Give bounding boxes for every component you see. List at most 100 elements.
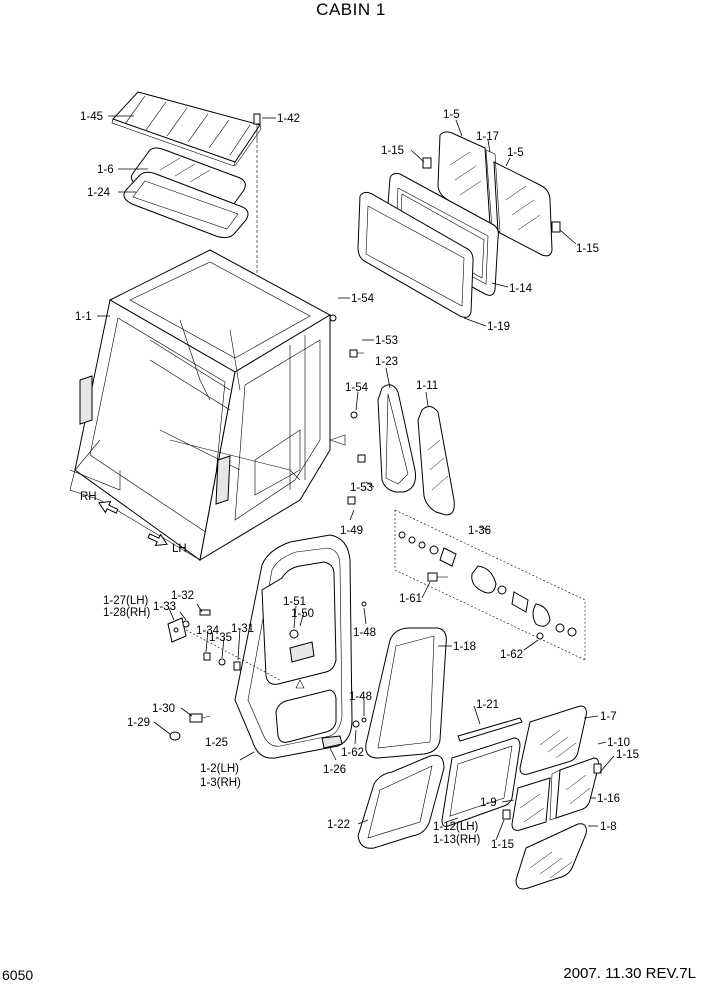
sliding-window-rail-part bbox=[457, 717, 523, 742]
callout-label: 1-17 bbox=[476, 131, 499, 143]
callout-label: 1-11 bbox=[416, 380, 438, 392]
nut-part bbox=[329, 314, 337, 322]
latch-spacer-part bbox=[203, 652, 211, 661]
latch-screw-part bbox=[233, 661, 241, 671]
lock-bolt-part bbox=[427, 572, 448, 582]
page-number: 6050 bbox=[2, 967, 34, 983]
front-lower-glass-part bbox=[515, 823, 587, 890]
callout-label: 1-25 bbox=[205, 737, 228, 749]
latch-washer-part bbox=[182, 620, 190, 628]
front-center-divider-part bbox=[549, 769, 561, 821]
callout-label: 1-16 bbox=[597, 793, 620, 805]
bolt-part bbox=[253, 113, 261, 330]
callout-label: 1-42 bbox=[277, 113, 300, 125]
front-glass-latch-right bbox=[593, 763, 602, 774]
door-lock-assembly-part bbox=[394, 509, 586, 661]
rear-glass-latch-right bbox=[551, 221, 561, 233]
leader-lines bbox=[97, 115, 615, 841]
bolt-part bbox=[347, 496, 356, 505]
rh-direction-label: RH bbox=[80, 491, 97, 503]
callout-label: 1-21 bbox=[476, 699, 499, 711]
assembly-line bbox=[185, 629, 281, 681]
rear-glass-right-part bbox=[493, 161, 553, 257]
sliding-window-frame-part bbox=[441, 737, 521, 827]
callout-label: 1-29 bbox=[127, 717, 150, 729]
callout-label: 1-15 bbox=[381, 145, 404, 157]
revision-label: 2007. 11.30 REV.7L bbox=[563, 965, 696, 982]
rear-window-seal-part bbox=[357, 191, 474, 318]
lower-glass-seal-part bbox=[357, 754, 445, 849]
rubber-stopper-part bbox=[169, 731, 181, 741]
callout-label: 1-27(LH) bbox=[103, 595, 149, 607]
callout-label: 1-35 bbox=[209, 632, 232, 644]
callout-label: 1-23 bbox=[375, 356, 398, 368]
callout-label: 1-31 bbox=[231, 623, 254, 635]
cab-door-part bbox=[234, 534, 353, 759]
callout-label: 1-54 bbox=[345, 382, 369, 394]
front-glass-latch-left bbox=[502, 809, 511, 820]
callout-label: 1-49 bbox=[340, 525, 363, 537]
callout-label: 1-26 bbox=[323, 764, 346, 776]
callout-labels: 1-45 1-42 1-6 1-24 1-5 1-17 1-5 1-15 1-1… bbox=[75, 109, 639, 851]
roof-seal-part bbox=[123, 171, 249, 239]
latch-bolt-part bbox=[199, 609, 211, 616]
quarter-glass-part bbox=[417, 406, 455, 516]
callout-label: 1-51 bbox=[283, 596, 306, 608]
hinge-part bbox=[329, 434, 346, 446]
callout-label: 1-50 bbox=[291, 608, 314, 620]
door-handle-part bbox=[321, 735, 343, 749]
callout-label: 1-28(RH) bbox=[103, 607, 150, 619]
callout-label: 1-8 bbox=[600, 821, 617, 833]
front-center-glass-left-part bbox=[511, 777, 551, 831]
callout-label: 1-5 bbox=[507, 147, 524, 159]
callout-label: 1-15 bbox=[491, 839, 514, 851]
bolt-part bbox=[349, 349, 364, 358]
lock-nut-part bbox=[536, 632, 544, 640]
callout-label: 1-14 bbox=[509, 283, 533, 295]
quarter-window-seal-part bbox=[377, 384, 416, 493]
callout-label: 1-48 bbox=[349, 691, 372, 703]
callout-label: 1-15 bbox=[576, 243, 599, 255]
callout-label: 1-6 bbox=[97, 164, 114, 176]
lh-direction-label: LH bbox=[172, 543, 187, 555]
front-center-glass-right-part bbox=[555, 757, 599, 819]
callout-label: 1-2(LH) bbox=[200, 763, 239, 775]
rh-direction-arrow bbox=[98, 500, 119, 514]
door-stopper-part bbox=[189, 713, 211, 723]
callout-label: 1-61 bbox=[399, 593, 422, 605]
callout-label: 1-18 bbox=[453, 641, 476, 653]
callout-label: 1-53 bbox=[350, 482, 373, 494]
sunvisor-part bbox=[111, 91, 262, 167]
cabin-frame-part bbox=[69, 249, 332, 561]
callout-label: 1-54 bbox=[351, 293, 375, 305]
callout-label: 1-3(RH) bbox=[200, 777, 241, 789]
callout-label: 1-5 bbox=[443, 109, 460, 121]
rear-glass-divider-part bbox=[485, 149, 501, 233]
lh-direction-arrow bbox=[147, 533, 168, 547]
callout-label: 1-30 bbox=[152, 703, 175, 715]
bolt-part bbox=[357, 454, 366, 463]
callout-label: 1-48 bbox=[353, 627, 376, 639]
callout-label: 1-9 bbox=[480, 797, 497, 809]
callout-label: 1-62 bbox=[341, 747, 364, 759]
nut-part bbox=[350, 411, 358, 419]
callout-label: 1-45 bbox=[80, 111, 103, 123]
callout-label: 1-36 bbox=[468, 525, 491, 537]
callout-label: 1-19 bbox=[487, 321, 510, 333]
rear-glass-latch-left bbox=[422, 157, 432, 169]
callout-label: 1-32 bbox=[171, 590, 194, 602]
door-pin-part bbox=[352, 601, 367, 728]
callout-label: 1-13(RH) bbox=[433, 834, 480, 846]
front-upper-glass-part bbox=[519, 705, 587, 775]
callout-label: 1-10 bbox=[607, 737, 630, 749]
callout-label: 1-53 bbox=[375, 335, 398, 347]
callout-label: 1-12(LH) bbox=[433, 821, 479, 833]
callout-label: 1-24 bbox=[87, 187, 111, 199]
callout-label: 1-7 bbox=[600, 711, 617, 723]
callout-label: 1-1 bbox=[75, 311, 92, 323]
latch-bracket-part bbox=[167, 617, 187, 643]
page-title: CABIN 1 bbox=[316, 0, 386, 19]
latch-nut-part bbox=[218, 658, 226, 666]
